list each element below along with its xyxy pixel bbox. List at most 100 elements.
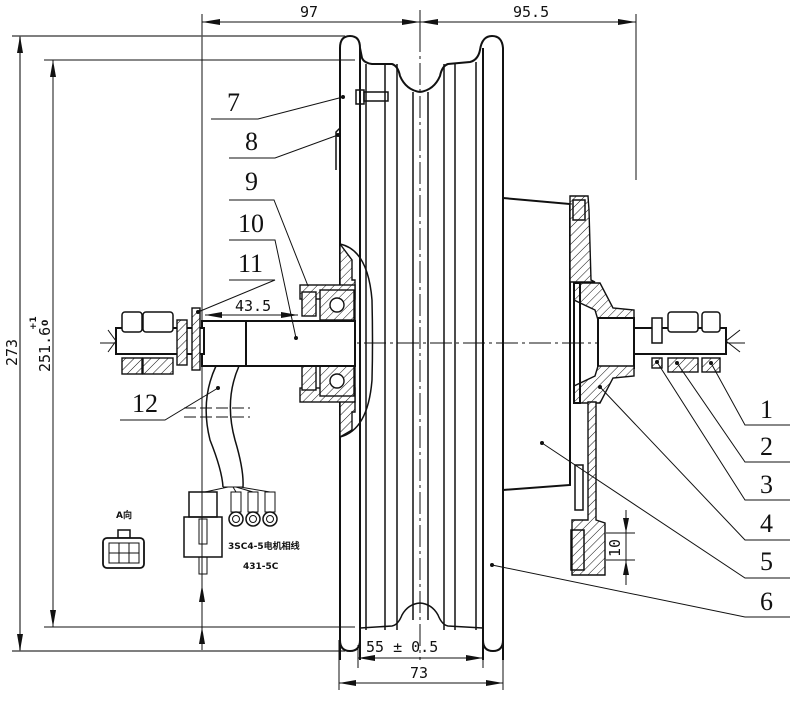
leader-11 — [197, 279, 276, 313]
axle-end-mark — [107, 329, 117, 353]
arrowhead — [199, 585, 205, 602]
rim-slot — [335, 127, 341, 170]
left-cover-profile — [339, 243, 374, 438]
wire — [232, 486, 237, 493]
ring-terminal — [262, 491, 278, 527]
nut-outer-right — [701, 311, 721, 333]
callouts: 7 8 9 10 11 12 1 2 3 4 5 6 — [120, 88, 790, 618]
dimension-95-5: 95.5 — [513, 3, 549, 21]
washer-11 — [191, 307, 201, 371]
nut-inner-left-section — [142, 357, 174, 375]
arrowhead — [50, 60, 56, 77]
arrowhead — [202, 19, 220, 25]
leader-4 — [599, 386, 790, 541]
callout-12: 12 — [132, 389, 158, 418]
leader-6 — [491, 564, 790, 618]
arrowhead — [50, 610, 56, 627]
callout-4: 4 — [760, 509, 773, 538]
view-a-label: A向 — [116, 509, 132, 521]
cover-lower-section — [571, 401, 606, 576]
leader-8 — [229, 134, 339, 159]
hub-boss-top — [573, 282, 635, 321]
washer-left — [176, 319, 188, 366]
hall-connector-top — [188, 491, 218, 518]
callout-6: 6 — [760, 587, 773, 616]
nut-inner-right-section — [667, 357, 699, 373]
arrowhead — [199, 627, 205, 644]
rim-right-flange — [419, 34, 504, 660]
axle-end-mark — [725, 329, 741, 353]
callout-10: 10 — [238, 209, 264, 238]
leader-dot — [540, 441, 544, 445]
stator-top-edge — [502, 197, 573, 205]
arrowhead — [17, 36, 23, 53]
cover-slot — [574, 464, 584, 511]
arrowhead — [420, 19, 438, 25]
arrowhead — [466, 655, 483, 661]
rim-right-bottom — [482, 639, 504, 653]
arrowhead — [205, 312, 222, 318]
ring-terminal — [228, 491, 244, 527]
right-hub: 10 — [502, 195, 635, 585]
valve-stem — [363, 91, 389, 102]
leader-dot — [490, 563, 494, 567]
stator-outline — [502, 197, 571, 491]
callout-1: 1 — [760, 395, 773, 424]
connector-key — [117, 529, 131, 539]
hub-bore — [597, 317, 635, 369]
rim — [335, 34, 504, 660]
cover-bolt-hole — [570, 529, 585, 571]
wire — [239, 486, 271, 493]
dimension-10: 10 — [606, 539, 624, 557]
leader-12 — [120, 387, 219, 421]
nut-outer-left — [121, 311, 143, 333]
leader-1 — [710, 362, 790, 426]
leader-dot — [675, 361, 679, 365]
callout-8: 8 — [245, 127, 258, 156]
leader-dot — [709, 361, 713, 365]
callout-3: 3 — [760, 470, 773, 499]
dimension-73: 73 — [410, 664, 428, 682]
arrowhead — [358, 655, 375, 661]
hub-boss-bottom — [573, 365, 635, 404]
arrowhead — [339, 680, 356, 686]
ring-terminal — [245, 491, 261, 527]
leader-dot — [598, 385, 602, 389]
leader-2 — [676, 362, 790, 463]
callout-2: 2 — [760, 432, 773, 461]
dimension-97: 97 — [300, 3, 318, 21]
nut-inner-right — [667, 311, 699, 333]
nut-inner-left — [142, 311, 174, 333]
bearing-ball-top — [329, 297, 345, 313]
connector-view-a: A向 — [102, 509, 145, 569]
hall-connector-body — [183, 516, 223, 558]
leader-dot — [196, 310, 200, 314]
oil-seal-bottom — [301, 365, 317, 391]
nut-outer-left-section — [121, 357, 143, 375]
arrowhead — [623, 560, 629, 575]
arrowhead — [281, 312, 298, 318]
leader-3 — [656, 361, 790, 501]
rim-bottom-well — [359, 602, 484, 629]
dimension-251-6: 251.6 — [36, 327, 54, 372]
cover-notch — [572, 199, 586, 221]
cable-edge — [205, 365, 224, 488]
left-axle: 43.5 — [107, 297, 356, 375]
terminal-label: 431-5C — [243, 562, 279, 572]
leader-5 — [541, 442, 790, 579]
leader-dot — [294, 336, 298, 340]
hall-connector-latch — [198, 518, 208, 545]
leader-10 — [229, 239, 297, 339]
rim-left-flange — [339, 34, 421, 660]
bearing-ball-bottom — [329, 373, 345, 389]
phase-wire-label: 3SC4-5电机相线 — [228, 540, 300, 552]
leader-7 — [211, 96, 344, 120]
cover-upper-section — [569, 195, 596, 283]
rim-left-bottom — [339, 639, 361, 653]
leader-9 — [229, 199, 309, 287]
wire — [204, 486, 229, 493]
arrowhead — [618, 19, 636, 25]
axle-shaft-left — [201, 320, 356, 367]
washer-right — [651, 317, 663, 344]
